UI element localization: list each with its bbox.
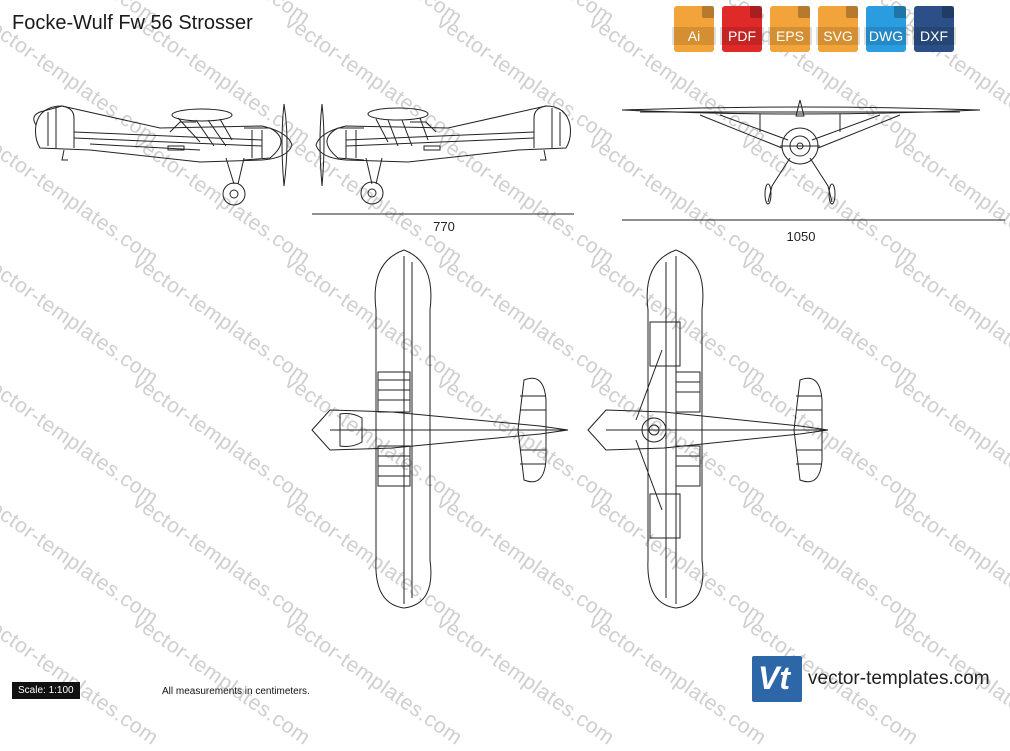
page-fold-icon bbox=[846, 6, 858, 18]
length-dimension-label: 770 bbox=[433, 219, 455, 234]
format-dxf-button[interactable]: DXF bbox=[912, 6, 956, 52]
format-eps-label: EPS bbox=[768, 27, 812, 45]
page-fold-icon bbox=[942, 6, 954, 18]
format-eps-button[interactable]: EPS bbox=[768, 6, 812, 52]
brand-footer[interactable]: Vt vector-templates.com bbox=[752, 656, 990, 702]
page-fold-icon bbox=[702, 6, 714, 18]
format-dwg-label: DWG bbox=[864, 27, 908, 45]
format-pdf-label: PDF bbox=[720, 27, 764, 45]
scale-badge: Scale: 1:100 bbox=[12, 682, 80, 699]
wingspan-dimension-label: 1050 bbox=[786, 229, 816, 244]
bottom-view bbox=[587, 249, 829, 609]
format-dwg-button[interactable]: DWG bbox=[864, 6, 908, 52]
format-svg-button[interactable]: SVG bbox=[816, 6, 860, 52]
format-download-bar: Ai PDF EPS SVG DWG DXF bbox=[672, 6, 956, 52]
brand-logo-text: Vt bbox=[758, 660, 790, 696]
page-fold-icon bbox=[750, 6, 762, 18]
page-fold-icon bbox=[798, 6, 810, 18]
front-view bbox=[621, 99, 981, 205]
format-pdf-button[interactable]: PDF bbox=[720, 6, 764, 52]
page-title: Focke-Wulf Fw 56 Strosser bbox=[12, 12, 253, 34]
brand-name: vector-templates.com bbox=[808, 668, 990, 689]
side-view-left bbox=[33, 103, 293, 206]
top-view bbox=[311, 249, 569, 609]
side-view-right bbox=[315, 103, 571, 205]
format-ai-button[interactable]: Ai bbox=[672, 6, 716, 52]
measurement-note: All measurements in centimeters. bbox=[162, 686, 310, 697]
blueprint-drawing bbox=[33, 99, 1005, 609]
format-ai-label: Ai bbox=[672, 27, 716, 45]
format-dxf-label: DXF bbox=[912, 27, 956, 45]
page-fold-icon bbox=[894, 6, 906, 18]
format-svg-label: SVG bbox=[816, 27, 860, 45]
brand-logo-icon: Vt bbox=[752, 656, 802, 702]
